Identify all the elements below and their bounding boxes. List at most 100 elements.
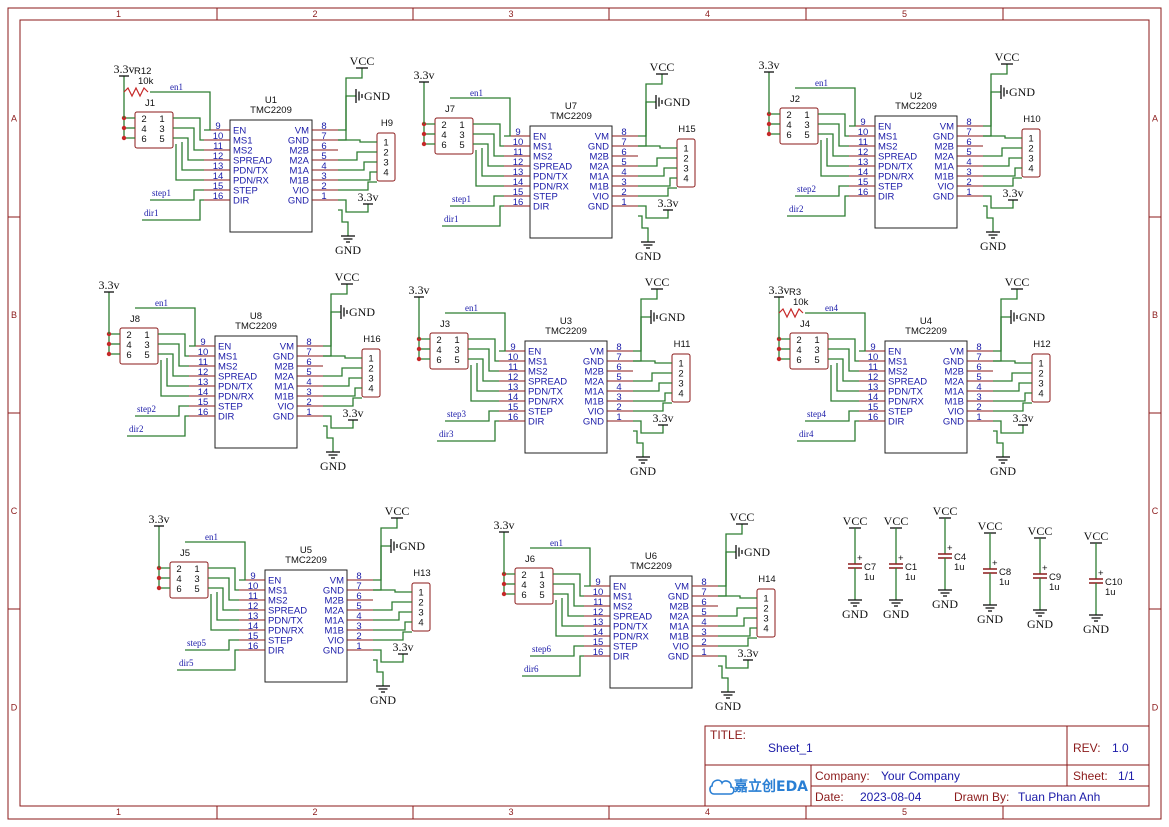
sheet-title: Sheet_1: [768, 741, 813, 755]
resistor-value: 10k: [793, 297, 809, 308]
wire-m1a: [993, 392, 1032, 402]
wire-ms2: [173, 127, 204, 151]
pin-number: 13: [198, 377, 209, 388]
pin-number: 10: [508, 352, 519, 363]
vcc-label: VCC: [1084, 529, 1109, 543]
wire-dir: [522, 655, 584, 677]
pin-number: 3: [976, 392, 981, 403]
jumper-pin-number: 4: [786, 120, 791, 131]
net-label-dir: dir1: [144, 208, 159, 218]
pin-number: 11: [858, 137, 868, 148]
ruler-row-left: C: [11, 506, 18, 516]
pin-number: 5: [306, 367, 311, 378]
gnd-label: GND: [635, 249, 661, 263]
pin-name: M1A: [289, 166, 309, 177]
gnd-label: GND: [932, 597, 958, 611]
pin-name: PDN/RX: [528, 397, 565, 408]
motor-header: [361, 348, 381, 398]
jumper-pin-number: 4: [521, 580, 526, 591]
jumper-pin-number: 1: [814, 335, 819, 346]
jumper-pin-number: 2: [436, 335, 441, 346]
wire-pdn-rx: [820, 140, 849, 177]
chip-part: TMC2209: [905, 326, 947, 337]
pin-name: MS1: [528, 357, 548, 368]
vcc-label: VCC: [385, 504, 410, 518]
pin-number: 10: [593, 587, 604, 598]
junction-dot: [501, 591, 507, 597]
pin-number: 5: [701, 607, 706, 618]
pin-name: STEP: [533, 192, 558, 203]
pin-number: 9: [215, 121, 220, 132]
pin-number: 1: [621, 197, 626, 208]
pin-name: GND: [668, 652, 689, 663]
wire-vio: [633, 420, 664, 434]
gnd-label: GND: [349, 305, 375, 319]
pin-number: 15: [213, 181, 224, 192]
pin-name: VIO: [938, 182, 954, 193]
pin-name: GND: [273, 352, 294, 363]
pin-number: 5: [321, 151, 326, 162]
3v3-label: 3.3v: [759, 58, 780, 72]
pin-number: 6: [616, 362, 621, 373]
pin-name: MS2: [878, 142, 898, 153]
pin-number: 9: [515, 127, 520, 138]
driver-block-u6: U6TMC2209EN9MS110MS211SPREAD12PDN/TX13PD…: [494, 510, 776, 713]
jumper-ref: J5: [180, 548, 190, 559]
chip-ref: U6: [645, 551, 657, 562]
jumper-pin-number: 2: [786, 110, 791, 121]
jumper-pin-number: 6: [176, 584, 181, 595]
net-label-step: step1: [452, 194, 471, 204]
pin-name: PDN/TX: [888, 387, 924, 398]
driver-block-u8: U8TMC2209EN9MS110MS211SPREAD12PDN/TX13PD…: [99, 270, 381, 473]
wire-dir: [127, 415, 189, 437]
pin-number: 13: [513, 167, 524, 178]
pin-name: EN: [533, 132, 546, 143]
jumper-pin-number: 1: [159, 114, 164, 125]
chip-part: TMC2209: [545, 326, 587, 337]
gnd-label: GND: [842, 607, 868, 621]
pin-name: MS1: [218, 352, 238, 363]
wire-spread: [553, 593, 584, 617]
pin-name: SPREAD: [233, 156, 272, 167]
pin-name: MS1: [233, 136, 253, 147]
pin-name: STEP: [233, 186, 258, 197]
pin-name: VM: [590, 347, 604, 358]
wire-m2b-top: [983, 135, 1022, 139]
wire-step: [185, 639, 239, 651]
pin-number: 3: [616, 392, 621, 403]
pin-name: EN: [888, 347, 901, 358]
pin-number: 1: [306, 407, 311, 418]
pin-name: PDN/TX: [613, 622, 649, 633]
wire-step: [795, 185, 849, 197]
pin-number: 1: [701, 647, 706, 658]
gnd-label: GND: [715, 699, 741, 713]
header-pin-number: 4: [1028, 164, 1033, 175]
net-label-en: en1: [815, 78, 828, 88]
pin-number: 15: [198, 397, 209, 408]
wire-vio: [338, 199, 369, 213]
wire-m2a: [633, 382, 672, 392]
wire-ms2: [553, 583, 584, 607]
jumper-pin-number: 4: [436, 345, 441, 356]
wire-gnd7: [638, 101, 656, 147]
wire-vm: [338, 68, 363, 131]
pin-name: GND: [323, 586, 344, 597]
jumper-pin-number: 6: [436, 355, 441, 366]
wire-pdn-rx: [830, 365, 859, 402]
jumper-pin-number: 3: [459, 130, 464, 141]
pin-name: GND: [583, 357, 604, 368]
pullup-resistor: [123, 86, 149, 98]
ruler-col-bottom: 5: [902, 807, 907, 817]
wire-gnd7: [338, 95, 356, 141]
gnd-label: GND: [1027, 617, 1053, 631]
pin-number: 12: [858, 147, 869, 158]
mode-jumper: [789, 332, 829, 370]
pin-number: 12: [513, 157, 524, 168]
wire-pdn: [481, 148, 504, 177]
jumper-pin-number: 3: [814, 345, 819, 356]
wire-spread: [468, 358, 499, 382]
gnd-label: GND: [370, 693, 396, 707]
pin-number: 16: [248, 641, 259, 652]
